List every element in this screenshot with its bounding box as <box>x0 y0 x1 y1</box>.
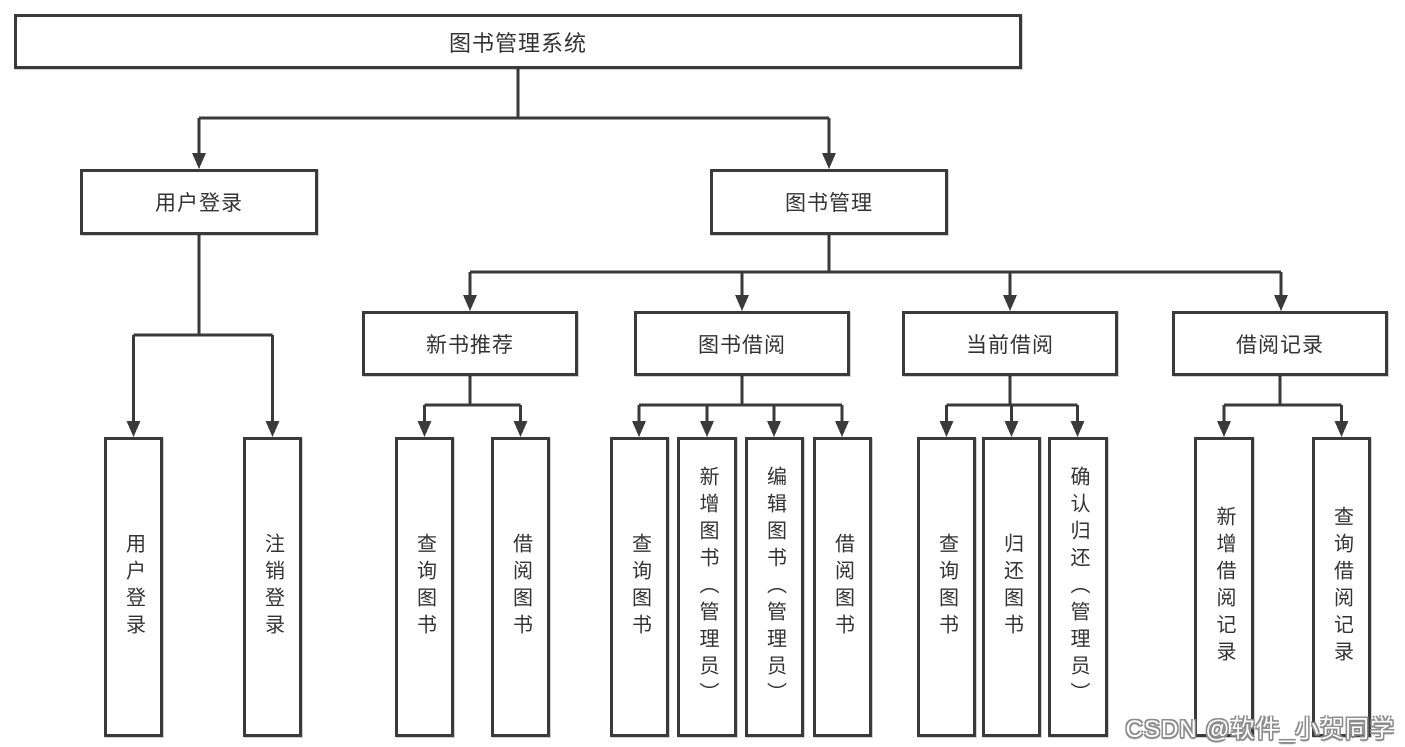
leaf-query-book-recommend: 查询图书 <box>395 437 454 737</box>
node-user-login: 用户登录 <box>80 169 318 235</box>
arrowhead-icon <box>767 421 781 437</box>
node-new-book-recommend-label: 新书推荐 <box>426 333 514 357</box>
leaf-borrow-book-recommend-label: 借阅图书 <box>509 533 532 641</box>
leaf-edit-book-admin-label: 编辑图书（管理员） <box>763 465 786 709</box>
node-book-management: 图书管理 <box>710 169 948 235</box>
leaf-logout: 注销登录 <box>243 437 302 737</box>
node-book-management-label: 图书管理 <box>785 192 873 215</box>
arrowhead-icon <box>417 421 432 437</box>
arrowhead-icon <box>835 421 849 437</box>
arrowhead-icon <box>463 295 477 311</box>
arrowhead-icon <box>1070 421 1085 437</box>
node-root-label: 图书管理系统 <box>448 30 587 56</box>
arrowhead-icon <box>513 421 528 437</box>
arrowhead-icon <box>192 153 206 169</box>
leaf-add-book-admin-label: 新增图书（管理员） <box>696 465 718 709</box>
csdn-watermark: CSDN @软件_小贺同学 <box>1125 716 1395 743</box>
edge-borrow-record-trunk <box>1224 376 1342 407</box>
leaf-user-login: 用户登录 <box>104 437 163 737</box>
leaf-borrow-book-recommend: 借阅图书 <box>491 437 550 737</box>
arrowhead-icon <box>700 421 714 437</box>
edge-root-trunk <box>199 69 829 120</box>
node-root: 图书管理系统 <box>14 14 1022 69</box>
node-book-borrow: 图书借阅 <box>634 311 850 376</box>
leaf-return-book-label: 归还图书 <box>1000 533 1023 641</box>
leaf-add-book-admin: 新增图书（管理员） <box>677 437 737 737</box>
leaf-borrow-book-label: 借阅图书 <box>831 533 854 641</box>
leaf-confirm-return-admin: 确认归还（管理员） <box>1048 437 1108 737</box>
arrowhead-icon <box>822 153 836 169</box>
arrowhead-icon <box>939 421 954 437</box>
edge-book-mgmt-trunk <box>470 235 1281 274</box>
leaf-add-borrow-record-label: 新增借阅记录 <box>1213 506 1235 668</box>
node-borrow-record-label: 借阅记录 <box>1236 333 1324 357</box>
leaf-logout-label: 注销登录 <box>261 533 284 641</box>
node-book-borrow-label: 图书借阅 <box>698 333 786 357</box>
edge-user-login-trunk <box>133 235 273 337</box>
leaf-query-book-borrow: 查询图书 <box>610 437 669 737</box>
leaf-confirm-return-admin-label: 确认归还（管理员） <box>1067 465 1089 709</box>
node-borrow-record: 借阅记录 <box>1172 311 1388 376</box>
edge-new-book-trunk <box>424 376 521 407</box>
node-current-borrow-label: 当前借阅 <box>966 333 1054 357</box>
leaf-query-book-current-label: 查询图书 <box>935 533 958 641</box>
arrowhead-icon <box>632 421 646 437</box>
node-current-borrow: 当前借阅 <box>902 311 1118 376</box>
arrowhead-icon <box>1274 295 1288 311</box>
edge-book-borrow-trunk <box>639 376 842 407</box>
leaf-query-book-borrow-label: 查询图书 <box>628 533 651 641</box>
leaf-query-book-current: 查询图书 <box>917 437 976 737</box>
leaf-edit-book-admin: 编辑图书（管理员） <box>745 437 804 737</box>
node-new-book-recommend: 新书推荐 <box>362 311 578 376</box>
edge-current-borrow-trunk <box>946 376 1078 407</box>
arrowhead-icon <box>735 295 749 311</box>
arrowhead-icon <box>265 421 280 437</box>
arrowhead-icon <box>1004 421 1019 437</box>
arrowhead-icon <box>126 421 141 437</box>
leaf-borrow-book: 借阅图书 <box>813 437 872 737</box>
arrowhead-icon <box>1334 421 1349 437</box>
leaf-query-book-recommend-label: 查询图书 <box>413 533 436 641</box>
leaf-query-borrow-record: 查询借阅记录 <box>1312 437 1371 737</box>
leaf-query-borrow-record-label: 查询借阅记录 <box>1330 506 1353 668</box>
leaf-user-login-label: 用户登录 <box>122 533 145 641</box>
arrowhead-icon <box>1003 295 1017 311</box>
node-user-login-label: 用户登录 <box>155 192 243 215</box>
leaf-add-borrow-record: 新增借阅记录 <box>1194 437 1254 737</box>
leaf-return-book: 归还图书 <box>982 437 1041 737</box>
arrowhead-icon <box>1217 421 1231 437</box>
